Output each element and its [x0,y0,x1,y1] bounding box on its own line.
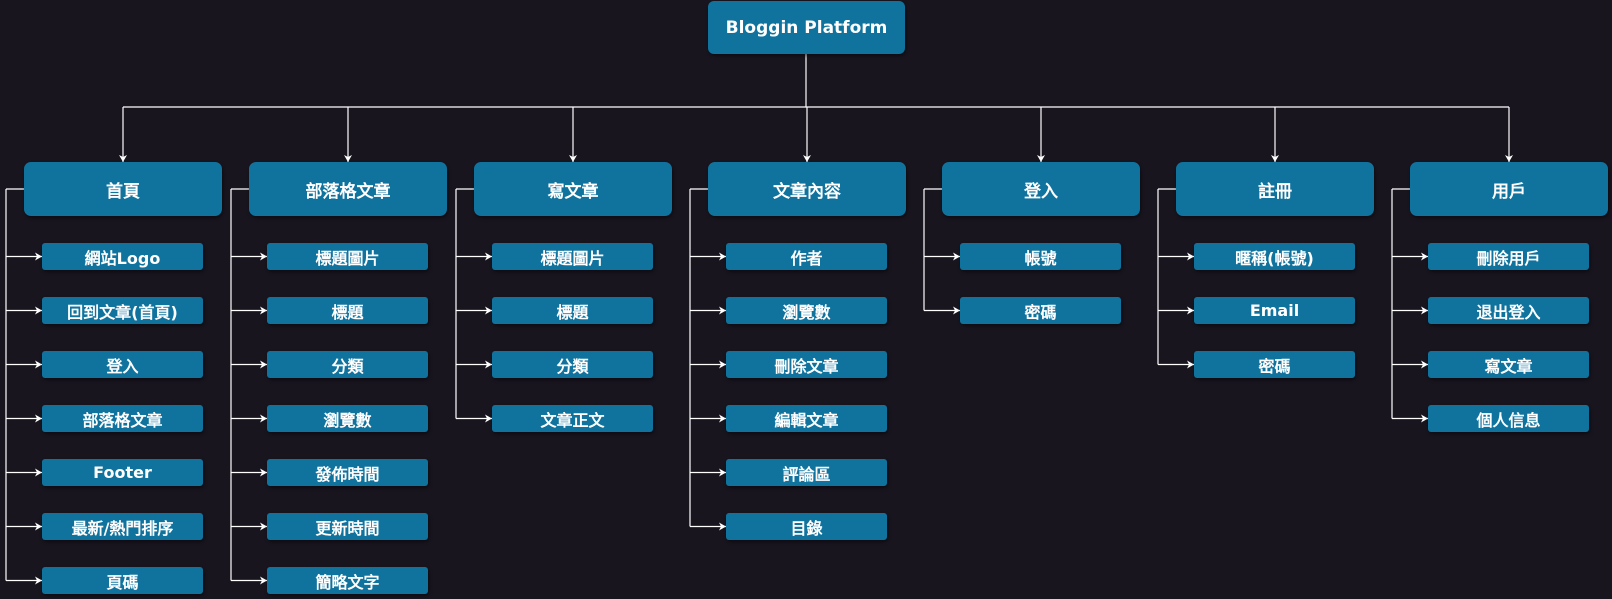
leaf-arrow-4-4 [719,414,726,423]
category-node-3: 寫文章 [474,162,672,216]
branch-arrow-6 [1271,155,1279,162]
leaf-arrow-1-3 [35,360,42,369]
leaf-node-3-3: 分類 [492,351,653,378]
leaf-node-1-5: Footer [42,459,203,486]
leaf-arrow-2-7 [260,576,267,585]
leaf-node-7-1: 刪除用戶 [1428,243,1589,270]
leaf-node-2-1: 標題圖片 [267,243,428,270]
leaf-node-6-3: 密碼 [1194,351,1355,378]
leaf-arrow-2-2 [260,306,267,315]
branch-arrow-4 [803,155,811,162]
leaf-node-1-2: 回到文章(首頁) [42,297,203,324]
category-node-1: 首頁 [24,162,222,216]
leaf-node-4-6: 目錄 [726,513,887,540]
category-node-7: 用戶 [1410,162,1608,216]
leaf-arrow-4-2 [719,306,726,315]
leaf-arrow-7-4 [1421,414,1428,423]
leaf-node-5-1: 帳號 [960,243,1121,270]
leaf-arrow-6-3 [1187,360,1194,369]
leaf-node-6-1: 暱稱(帳號) [1194,243,1355,270]
branch-arrow-7 [1505,155,1513,162]
leaf-node-2-4: 瀏覽數 [267,405,428,432]
leaf-arrow-2-1 [260,252,267,261]
category-node-6: 註冊 [1176,162,1374,216]
leaf-node-1-4: 部落格文章 [42,405,203,432]
branch-arrow-1 [119,155,127,162]
root-node: Bloggin Platform [708,1,905,54]
leaf-arrow-1-1 [35,252,42,261]
leaf-node-4-2: 瀏覽數 [726,297,887,324]
leaf-node-2-6: 更新時間 [267,513,428,540]
leaf-node-4-5: 評論區 [726,459,887,486]
leaf-arrow-4-1 [719,252,726,261]
leaf-arrow-3-1 [485,252,492,261]
leaf-node-7-2: 退出登入 [1428,297,1589,324]
leaf-arrow-3-4 [485,414,492,423]
leaf-node-4-3: 刪除文章 [726,351,887,378]
category-node-5: 登入 [942,162,1140,216]
category-node-2: 部落格文章 [249,162,447,216]
branch-arrow-5 [1037,155,1045,162]
leaf-node-5-2: 密碼 [960,297,1121,324]
leaf-node-3-2: 標題 [492,297,653,324]
leaf-arrow-6-1 [1187,252,1194,261]
leaf-node-4-4: 編輯文章 [726,405,887,432]
leaf-arrow-2-3 [260,360,267,369]
leaf-arrow-7-2 [1421,306,1428,315]
branch-arrow-2 [344,155,352,162]
leaf-arrow-5-1 [953,252,960,261]
category-node-4: 文章內容 [708,162,906,216]
leaf-node-1-3: 登入 [42,351,203,378]
leaf-node-3-1: 標題圖片 [492,243,653,270]
leaf-node-1-7: 頁碼 [42,567,203,594]
leaf-node-2-7: 簡略文字 [267,567,428,594]
leaf-arrow-1-2 [35,306,42,315]
leaf-arrow-2-4 [260,414,267,423]
leaf-node-7-4: 個人信息 [1428,405,1589,432]
leaf-arrow-4-6 [719,522,726,531]
leaf-arrow-2-5 [260,468,267,477]
leaf-node-3-4: 文章正文 [492,405,653,432]
leaf-node-2-5: 發佈時間 [267,459,428,486]
leaf-arrow-1-5 [35,468,42,477]
leaf-arrow-1-4 [35,414,42,423]
leaf-arrow-3-2 [485,306,492,315]
leaf-arrow-7-1 [1421,252,1428,261]
branch-arrow-3 [569,155,577,162]
leaf-arrow-4-3 [719,360,726,369]
leaf-node-4-1: 作者 [726,243,887,270]
leaf-node-2-2: 標題 [267,297,428,324]
leaf-arrow-1-6 [35,522,42,531]
leaf-node-6-2: Email [1194,297,1355,324]
leaf-node-1-6: 最新/熱門排序 [42,513,203,540]
leaf-node-2-3: 分類 [267,351,428,378]
leaf-arrow-3-3 [485,360,492,369]
leaf-node-1-1: 網站Logo [42,243,203,270]
leaf-arrow-4-5 [719,468,726,477]
leaf-arrow-2-6 [260,522,267,531]
leaf-node-7-3: 寫文章 [1428,351,1589,378]
leaf-arrow-7-3 [1421,360,1428,369]
leaf-arrow-5-2 [953,306,960,315]
leaf-arrow-1-7 [35,576,42,585]
leaf-arrow-6-2 [1187,306,1194,315]
